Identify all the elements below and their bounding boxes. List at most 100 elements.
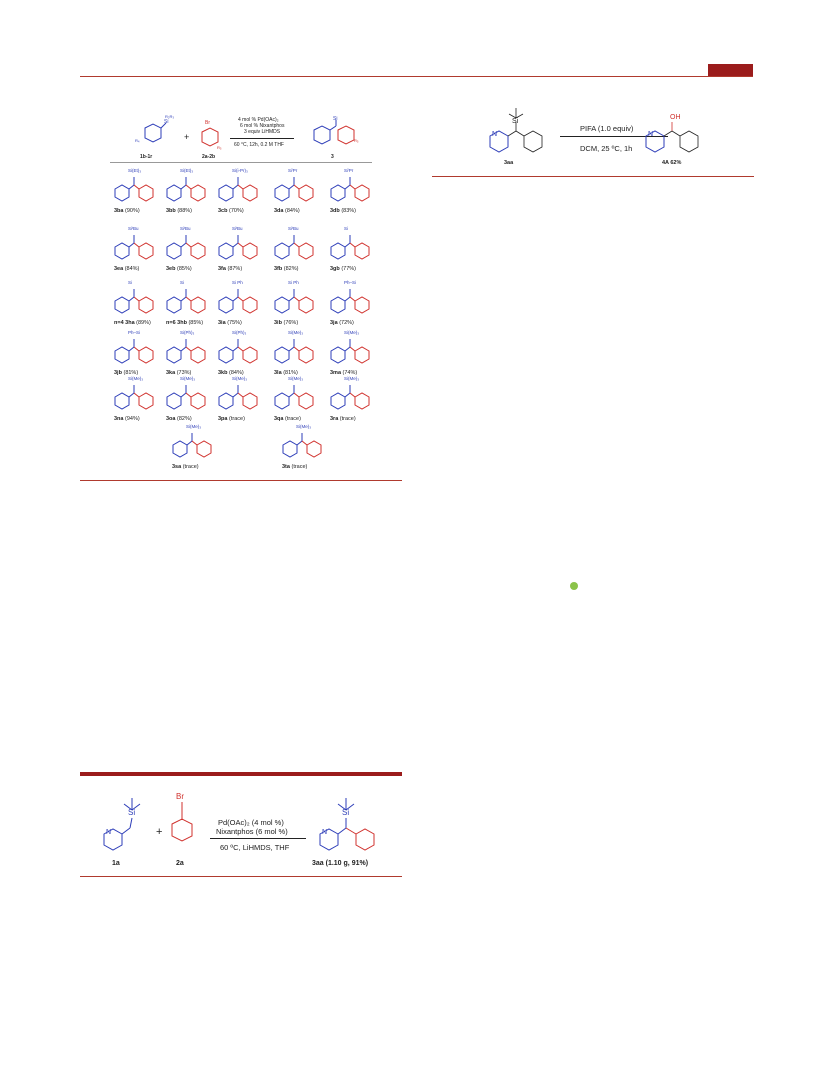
silyl-substituent-label: SiᵗBu: [128, 226, 139, 231]
svg-text:N: N: [492, 131, 497, 138]
compound-id: 3da: [274, 208, 284, 214]
compound-id: 3ia: [218, 320, 226, 326]
compound-label: 3bb (88%): [166, 208, 192, 214]
silyl-substituent-label: SiⁱPr: [288, 168, 298, 173]
compound-id: 3qa: [274, 416, 284, 422]
compound-cell: SiᵗBu 3fa (87%): [216, 226, 266, 276]
compound-structure: [166, 177, 206, 202]
compound-yield: (trace): [229, 416, 245, 422]
silyl-substituent-label: Si Ph: [288, 280, 299, 285]
compound-id: 3la: [274, 370, 282, 376]
compound-id: n=4 3ha: [114, 320, 135, 326]
reactant-2-label: 2a-2b: [202, 154, 216, 160]
silyl-substituent-label: Si(Me)₃: [232, 376, 248, 381]
compound-label: 3ma (74%): [330, 370, 357, 376]
si-label-3aa-gram: Si: [342, 808, 350, 817]
condition-1: 4 mol % Pd(OAc)₂: [238, 117, 279, 123]
compound-label: 3ra (trace): [330, 416, 356, 422]
condition-2: 6 mol % Nixantphos: [240, 123, 285, 129]
compound-id: 3ea: [114, 266, 124, 272]
compound-structure: [114, 339, 154, 364]
compound-structure: [114, 235, 154, 260]
green-dot-icon: [570, 582, 578, 590]
compound-structure: [218, 235, 258, 260]
compound-structure: [166, 339, 206, 364]
gram-arrow: [210, 838, 306, 839]
oxidation-scheme: N Si PIFA (1.0 equiv) DCM, 25 ºC, 1h N O…: [432, 104, 754, 174]
compound-structure: [274, 289, 314, 314]
compound-id: 3ja: [330, 320, 338, 326]
3aa-gram-label: 3aa (1.10 g, 91%): [312, 860, 369, 867]
silyl-substituent-label: Si(i-Pr)₃: [232, 168, 248, 173]
compound-id: 3na: [114, 416, 124, 422]
compound-yield: (84%): [229, 370, 244, 376]
compound-label: 3eb (85%): [166, 266, 192, 272]
gram-scheme-top-bar: [80, 772, 402, 776]
compound-label: 3ba (90%): [114, 208, 140, 214]
compound-label: 3ia (75%): [218, 320, 242, 326]
3aa-gram-structure: N: [319, 798, 375, 851]
compound-yield: (trace): [285, 416, 301, 422]
compound-structure: [166, 235, 206, 260]
silyl-substituent-label: SiᵗBu: [288, 226, 299, 231]
compound-id: 3ra: [330, 416, 339, 422]
svg-text:N: N: [322, 829, 327, 836]
silyl-substituent-label: SiᵗBu: [180, 226, 191, 231]
compound-label: 3cb (70%): [218, 208, 244, 214]
gram-condition-2: Nixantphos (6 mol %): [216, 827, 288, 836]
si-label-3aa: Si: [512, 118, 519, 125]
svg-text:Si: Si: [333, 116, 337, 122]
compound-yield: (74%): [342, 370, 358, 376]
compound-yield: (83%): [341, 208, 356, 214]
oh-label: OH: [670, 114, 681, 121]
plus-sign-gram: +: [156, 826, 163, 838]
compound-yield: (76%): [283, 320, 299, 326]
compound-id: 3pa: [218, 416, 228, 422]
oxidation-reagent: PIFA (1.0 equiv): [580, 124, 634, 133]
compound-structure: [330, 177, 370, 202]
compound-label: 3gb (77%): [330, 266, 356, 272]
compound-label: 3fb (82%): [274, 266, 298, 272]
compound-label: 3qa (trace): [274, 416, 301, 422]
gram-scheme-bottom-rule: [80, 876, 402, 877]
compound-structure: [114, 385, 154, 410]
compound-id: 3ta: [282, 464, 290, 470]
compound-label: 3kb (84%): [218, 370, 244, 376]
compound-yield: (trace): [291, 464, 308, 470]
svg-text:N: N: [648, 131, 653, 138]
header-accent-block: [708, 64, 753, 76]
compound-structure: [330, 385, 370, 410]
compound-yield: (84%): [285, 208, 300, 214]
compound-structure: [330, 289, 370, 314]
reactant-2-structure: Br R₅: [201, 120, 222, 150]
1a-label: 1a: [112, 860, 120, 867]
compound-cell: SiᵗBu 3eb (85%): [164, 226, 214, 276]
compound-structure: [274, 177, 314, 202]
oxidation-bottom-rule: [432, 176, 754, 177]
compound-id: 3fa: [218, 266, 226, 272]
2a-structure: [171, 802, 193, 842]
silyl-substituent-label: Si(Me)₃: [180, 376, 196, 381]
compound-label: 3ta (trace): [282, 464, 307, 470]
svg-text:R₅: R₅: [354, 138, 359, 143]
compound-yield: (70%): [229, 208, 244, 214]
br-label: Br: [176, 792, 184, 801]
product-label: 3: [331, 154, 334, 160]
silyl-substituent-label: Ph–Si: [344, 280, 357, 285]
compound-yield: (87%): [227, 266, 243, 272]
compound-yield: (84%): [124, 266, 140, 272]
compound-label: 3da (84%): [274, 208, 300, 214]
compound-cell: SiᵗBu 3fb (82%): [272, 226, 322, 276]
compound-label: n=4 3ha (89%): [114, 320, 151, 326]
reactant-1-label: 1b-1r: [140, 154, 153, 160]
silyl-substituent-label: SiᵗBu: [232, 226, 243, 231]
compound-label: 3db (83%): [330, 208, 356, 214]
